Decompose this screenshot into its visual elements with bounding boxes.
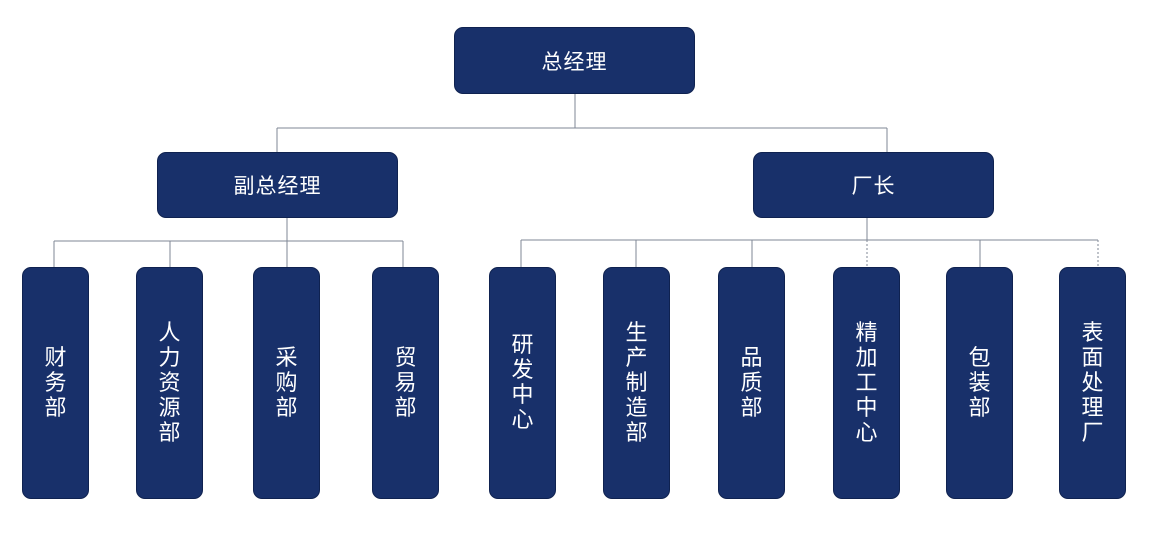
node-dept-finance: 财务部 [22,267,89,499]
node-factory-director: 厂长 [753,152,994,218]
node-label: 副总经理 [233,174,322,198]
node-label: 总经理 [541,49,608,74]
node-dept-surface-treatment: 表面处理厂 [1059,267,1126,499]
node-label: 精加工中心 [855,320,878,446]
node-dept-manufacturing: 生产制造部 [603,267,670,499]
node-label: 包装部 [968,345,991,421]
node-label: 品质部 [740,345,763,421]
node-deputy-general-manager: 副总经理 [157,152,398,218]
node-label: 财务部 [44,345,67,421]
node-dept-finishing-center: 精加工中心 [833,267,900,499]
node-label: 生产制造部 [625,320,648,446]
node-dept-purchasing: 采购部 [253,267,320,499]
node-label: 厂长 [851,174,896,198]
node-general-manager: 总经理 [454,27,695,94]
node-dept-rnd-center: 研发中心 [489,267,556,499]
node-label: 贸易部 [394,345,417,421]
node-label: 研发中心 [511,333,534,433]
node-label: 人力资源部 [158,320,181,446]
node-dept-trade: 贸易部 [372,267,439,499]
node-label: 表面处理厂 [1081,320,1104,446]
node-dept-packaging: 包装部 [946,267,1013,499]
node-dept-quality: 品质部 [718,267,785,499]
node-label: 采购部 [275,345,298,421]
node-dept-human-resources: 人力资源部 [136,267,203,499]
